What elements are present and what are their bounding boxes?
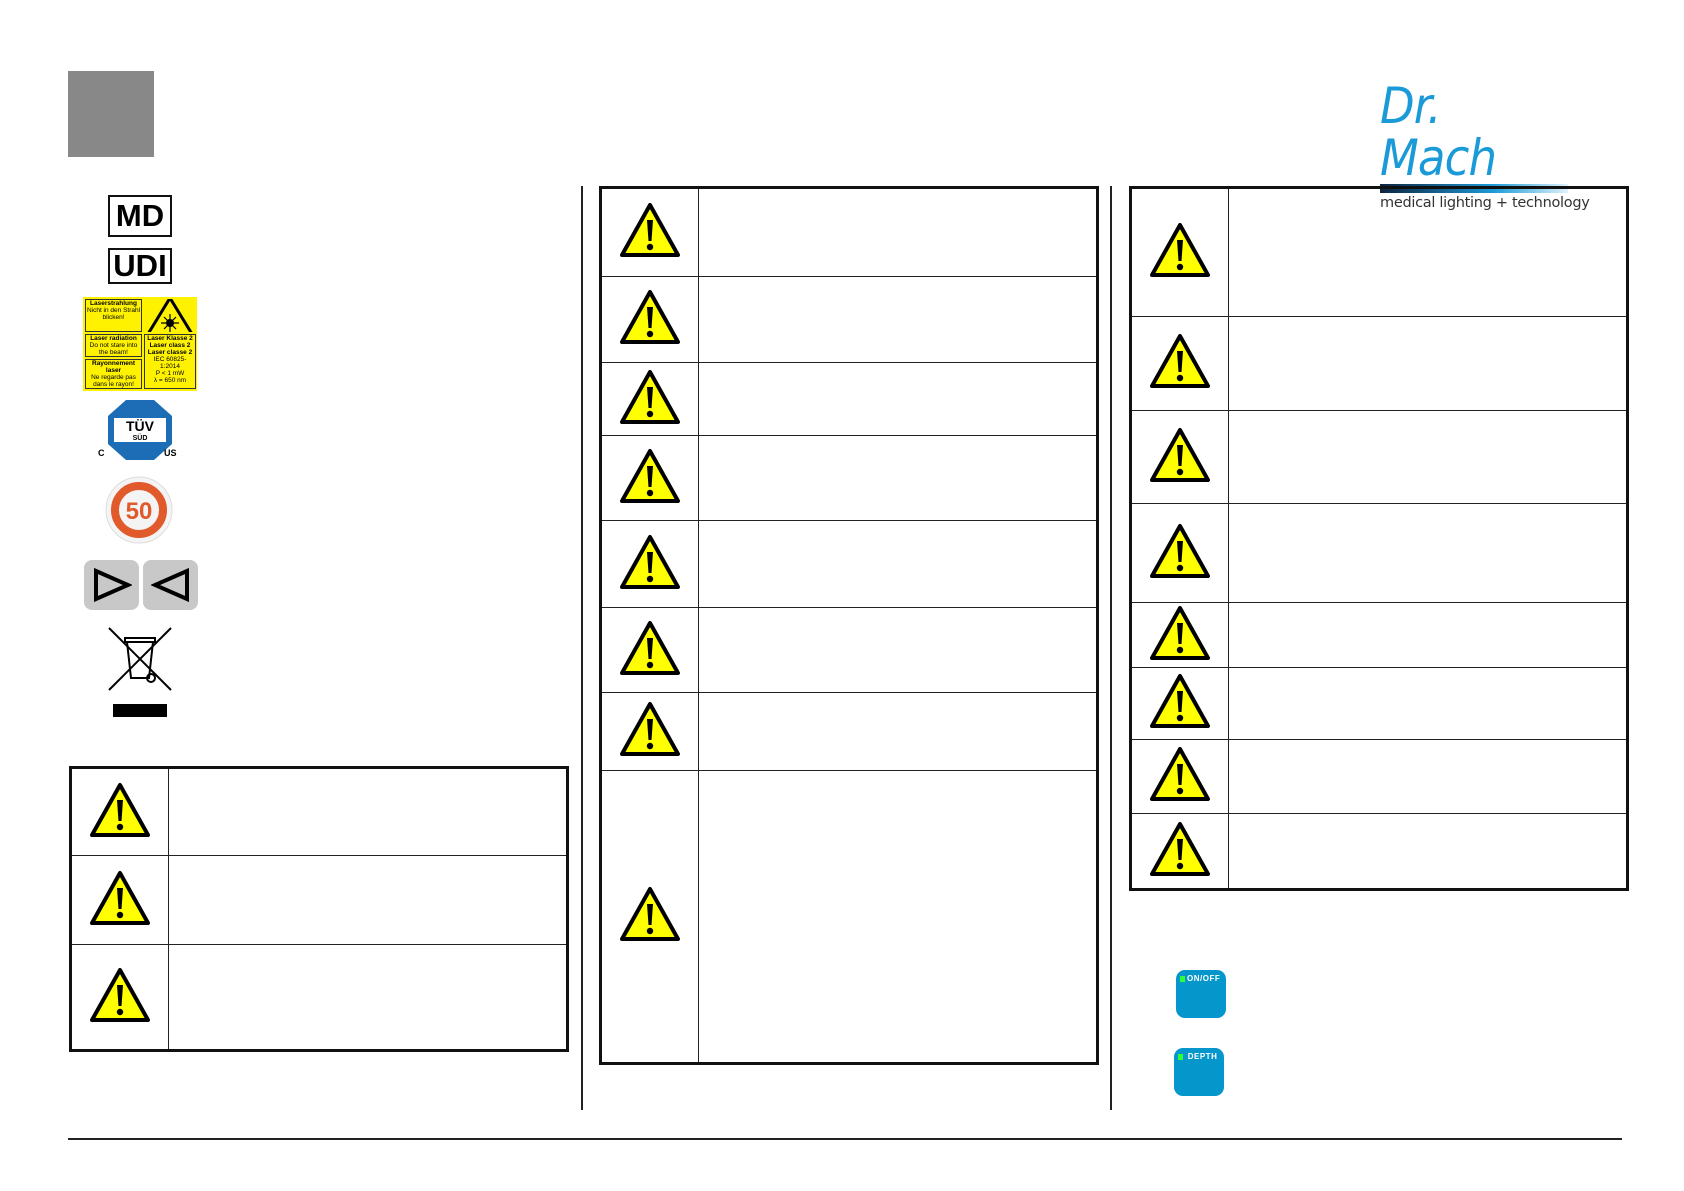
warning-table-right: [1129, 186, 1629, 891]
warning-triangle-icon: [1149, 427, 1211, 487]
logo-title: Dr. Mach: [1380, 77, 1497, 187]
warning-triangle-icon: [619, 534, 681, 594]
warning-triangle-icon: [619, 448, 681, 508]
warning-triangle-icon: [1149, 523, 1211, 583]
dr-mach-logo: Dr. Mach medical lighting + technology: [1380, 80, 1590, 211]
md-symbol: MD: [108, 195, 172, 237]
warning-triangle-icon: [619, 620, 681, 680]
tuv-sub-text: SÜD: [133, 433, 148, 442]
warning-triangle-icon: [1149, 674, 1211, 733]
warning-triangle-icon: [89, 870, 151, 930]
warning-table-left: [69, 766, 569, 1052]
warning-triangle-icon: [1149, 821, 1211, 881]
tuv-text: TÜV: [126, 418, 155, 434]
column-divider: [581, 186, 583, 1110]
chapter-marker: [68, 71, 154, 157]
warning-table-middle: [599, 186, 1099, 1065]
warning-triangle-icon: [619, 203, 681, 262]
warning-triangle-icon: [1149, 605, 1211, 665]
warning-triangle-icon: [1149, 747, 1211, 806]
warning-triangle-icon: [89, 967, 151, 1027]
udi-symbol: UDI: [108, 248, 172, 284]
on-off-button[interactable]: ON/OFF: [1176, 970, 1226, 1018]
tuv-c: C: [98, 448, 105, 458]
led-icon: [1178, 1054, 1183, 1060]
footer-rule: [68, 1138, 1622, 1140]
warning-triangle-icon: [1149, 334, 1211, 393]
arrow-left-icon: [143, 560, 198, 610]
depth-button[interactable]: DEPTH: [1174, 1048, 1224, 1096]
rohs-50-icon: 50: [104, 475, 174, 545]
tuv-us: US: [164, 448, 177, 458]
warning-triangle-icon: [619, 290, 681, 349]
warning-triangle-icon: [619, 887, 681, 946]
input-output-arrows: [84, 560, 198, 610]
warning-triangle-icon: [89, 782, 151, 842]
weee-bin-icon: [107, 626, 173, 692]
svg-text:50: 50: [126, 498, 153, 525]
warning-triangle-icon: [619, 702, 681, 761]
column-divider: [1110, 186, 1112, 1110]
led-icon: [1180, 976, 1185, 982]
laser-hazard-icon: [144, 299, 196, 332]
arrow-right-icon: [84, 560, 139, 610]
weee-bar: [113, 704, 167, 717]
warning-triangle-icon: [619, 369, 681, 429]
tuv-sud-mark: TÜV SÜD C US: [98, 398, 180, 462]
warning-triangle-icon: [1149, 223, 1211, 282]
